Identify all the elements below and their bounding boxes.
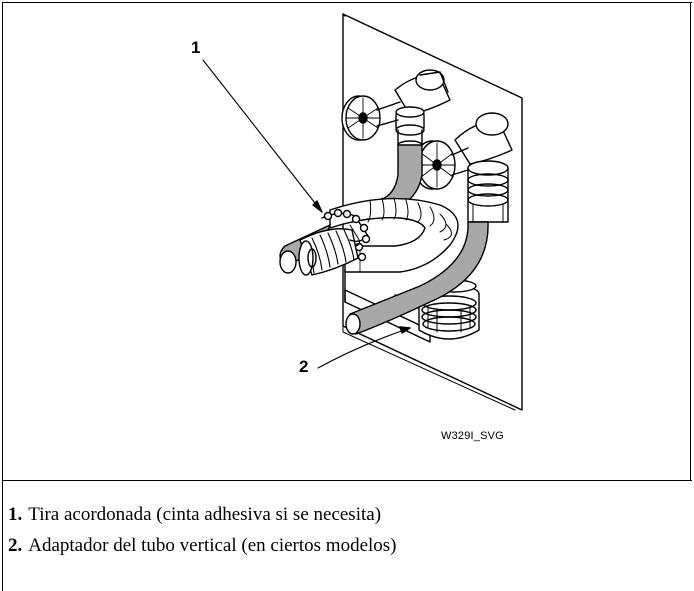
legend-item: 1.Tira acordonada (cinta adhesiva si se … (8, 499, 397, 530)
legend-item-text: Tira acordonada (cinta adhesiva si se ne… (28, 504, 382, 525)
legend-list: 1.Tira acordonada (cinta adhesiva si se … (8, 499, 397, 561)
leader-line-1 (202, 59, 323, 213)
legend-item-number: 1. (8, 504, 23, 525)
faucet-upper (341, 69, 451, 150)
frame-divider (2, 480, 692, 481)
callout-number-2: 2 (299, 357, 309, 376)
frame-border-right (690, 2, 691, 481)
beaded-strap (321, 208, 371, 262)
leader-line-2 (317, 326, 411, 369)
frame-border-top (2, 2, 692, 3)
figure-code: W329I_SVG (441, 430, 504, 442)
faucet-lower (413, 112, 513, 223)
inlet-hose-front (345, 221, 489, 335)
legend-item-text: Adaptador del tubo vertical (en ciertos … (28, 535, 397, 556)
callout-number-1: 1 (191, 38, 201, 57)
frame-border-left (2, 2, 3, 591)
legend-item-number: 2. (8, 535, 23, 556)
legend-item: 2.Adaptador del tubo vertical (en cierto… (8, 530, 397, 561)
